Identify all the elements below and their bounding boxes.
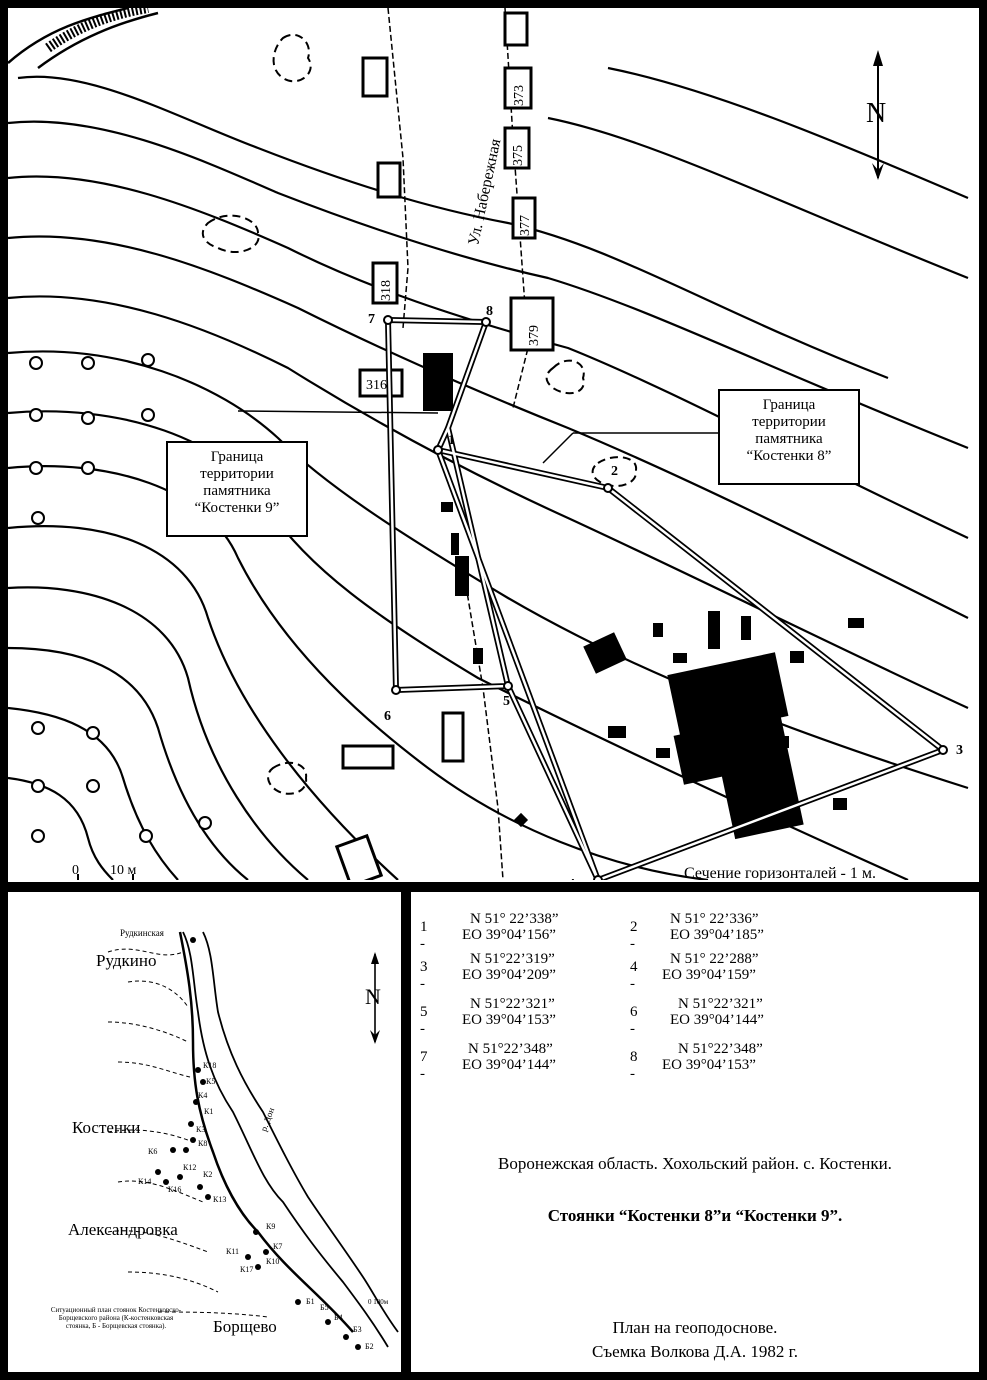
horizontal-divider bbox=[8, 882, 979, 892]
contour-note: Сечение горизонталей - 1 м. bbox=[684, 865, 876, 880]
site-k14: К14 bbox=[138, 1177, 151, 1186]
house-377: 377 bbox=[518, 215, 533, 236]
inset-site-labels: К18 К5 К4 К1 К3 К8 К6 К14 К12 К16 К2 К13… bbox=[138, 1061, 374, 1351]
coord-8-n: N 51°22’348” bbox=[678, 1041, 763, 1057]
house-316: 316 bbox=[366, 378, 387, 393]
scale-zero: 0 bbox=[72, 863, 79, 878]
coord-1-n: N 51° 22’338” bbox=[470, 911, 559, 927]
house-375: 375 bbox=[511, 145, 526, 166]
site-b4: Б4 bbox=[334, 1313, 343, 1322]
house-379: 379 bbox=[527, 325, 542, 346]
inset-north-arrow-icon bbox=[370, 952, 380, 1044]
north-label: N bbox=[866, 98, 886, 129]
scale-label: 10 м bbox=[110, 863, 137, 878]
scale-bar bbox=[77, 874, 134, 880]
plan-line-2: Съемка Волкова Д.А. 1982 г. bbox=[591, 1342, 798, 1361]
site-k17: К17 bbox=[240, 1265, 253, 1274]
boundary9-line1: Граница bbox=[210, 449, 264, 465]
street-label: Ул. Набережная bbox=[465, 137, 504, 247]
village-aleksandrovka: Александровка bbox=[68, 1220, 178, 1239]
point-3-label: 3 bbox=[956, 743, 963, 758]
sites-title: Стоянки “Костенки 8”и “Костенки 9”. bbox=[547, 1206, 843, 1225]
coord-4-num: 4 - bbox=[630, 959, 638, 992]
coord-8-num: 8 - bbox=[630, 1049, 638, 1082]
coord-2-num: 2 - bbox=[630, 919, 638, 952]
plan-line-1: План на геоподоснове. bbox=[612, 1318, 778, 1337]
coord-6-eo: ЕО 39°04’144” bbox=[670, 1012, 764, 1028]
pit-2-label: 2 bbox=[611, 464, 618, 479]
site-b1: Б1 bbox=[306, 1297, 315, 1306]
coord-1-eo: ЕО 39°04’156” bbox=[462, 927, 556, 943]
inset-scale: 0 100м bbox=[368, 1298, 389, 1306]
boundary8-line3: памятника bbox=[755, 431, 823, 447]
site-k2: К2 bbox=[203, 1170, 212, 1179]
point-1-label: 1 bbox=[448, 433, 455, 448]
boundary-kostenki-8-box: Граница территории памятника “Костенки 8… bbox=[718, 389, 860, 485]
site-k5: К5 bbox=[206, 1077, 215, 1086]
site-b2: Б2 bbox=[365, 1342, 374, 1351]
village-small: Рудкинская bbox=[120, 928, 164, 938]
point-5-label: 5 bbox=[503, 694, 510, 709]
site-k4: К4 bbox=[198, 1091, 207, 1100]
site-k8: К8 bbox=[198, 1139, 207, 1148]
coord-5-eo: ЕО 39°04’153” bbox=[462, 1012, 556, 1028]
coord-6-num: 6 - bbox=[630, 1004, 638, 1037]
coord-5-n: N 51°22’321” bbox=[470, 996, 555, 1012]
coord-2-eo: ЕО 39°04’185” bbox=[670, 927, 764, 943]
coord-7-num: 7 - bbox=[420, 1049, 428, 1082]
site-k13: К13 bbox=[213, 1195, 226, 1204]
site-k18: К18 bbox=[203, 1061, 216, 1070]
coord-4-eo: ЕО 39°04’159” bbox=[662, 967, 756, 983]
site-k1: К1 bbox=[204, 1107, 213, 1116]
boundary8-line2: территории bbox=[752, 414, 826, 430]
site-b5: Б5 bbox=[320, 1303, 329, 1312]
coord-7-eo: ЕО 39°04’144” bbox=[462, 1057, 556, 1073]
site-b3: Б3 bbox=[353, 1325, 362, 1334]
site-k11: К11 bbox=[226, 1247, 239, 1256]
inset-north-label: N bbox=[365, 984, 381, 1009]
orchard-trees bbox=[29, 353, 212, 843]
coord-3-num: 3 - bbox=[420, 959, 428, 992]
site-k10: К10 bbox=[266, 1257, 279, 1266]
vertical-divider bbox=[401, 892, 411, 1372]
coord-3-n: N 51°22’319” bbox=[470, 951, 555, 967]
village-rudkino: Рудкино bbox=[96, 951, 157, 970]
north-arrow-icon bbox=[872, 50, 884, 180]
boundary8-line4: “Костенки 8” bbox=[746, 448, 832, 464]
point-7-label: 7 bbox=[368, 312, 375, 327]
main-map: 373 375 377 318 379 316 Ул. Набережная bbox=[8, 8, 969, 880]
point-8-label: 8 bbox=[486, 304, 493, 319]
boundary8-line1: Граница bbox=[762, 397, 816, 413]
boundary9-line3: памятника bbox=[203, 483, 271, 499]
site-k12: К12 bbox=[183, 1163, 196, 1172]
site-k7: К7 bbox=[273, 1242, 282, 1251]
boundary-kostenki-9-box: Граница территории памятника “Костенки 9… bbox=[166, 441, 308, 537]
site-k3: К3 bbox=[196, 1125, 205, 1134]
coord-3-eo: ЕО 39°04’209” bbox=[462, 967, 556, 983]
inset-legend: Ситуационный план стоянок Костенковско-Б… bbox=[50, 1306, 182, 1330]
coord-5-num: 5 - bbox=[420, 1004, 428, 1037]
point-4-label: 4 bbox=[568, 877, 575, 880]
coord-1-num: 1 - bbox=[420, 919, 428, 952]
coord-4-n: N 51° 22’288” bbox=[670, 951, 759, 967]
sheet-paper: 373 375 377 318 379 316 Ул. Набережная bbox=[8, 8, 979, 1372]
coord-6-n: N 51°22’321” bbox=[678, 996, 763, 1012]
contour-lines bbox=[8, 66, 969, 880]
inset-map: К18 К5 К4 К1 К3 К8 К6 К14 К12 К16 К2 К13… bbox=[68, 928, 399, 1351]
coord-2-n: N 51° 22’336” bbox=[670, 911, 759, 927]
house-373: 373 bbox=[512, 85, 527, 106]
village-kostenki: Костенки bbox=[72, 1118, 140, 1137]
region-title: Воронежская область. Хохольский район. с… bbox=[498, 1154, 892, 1173]
boundary9-line2: территории bbox=[200, 466, 274, 482]
village-borshchevo: Борщево bbox=[213, 1317, 277, 1336]
site-k16: К16 bbox=[168, 1185, 181, 1194]
boundary9-line4: “Костенки 9” bbox=[194, 500, 280, 516]
site-k6: К6 bbox=[148, 1147, 157, 1156]
coord-8-eo: ЕО 39°04’153” bbox=[662, 1057, 756, 1073]
house-318: 318 bbox=[379, 280, 394, 301]
coord-7-n: N 51°22’348” bbox=[468, 1041, 553, 1057]
point-6-label: 6 bbox=[384, 709, 391, 724]
site-k9: К9 bbox=[266, 1222, 275, 1231]
